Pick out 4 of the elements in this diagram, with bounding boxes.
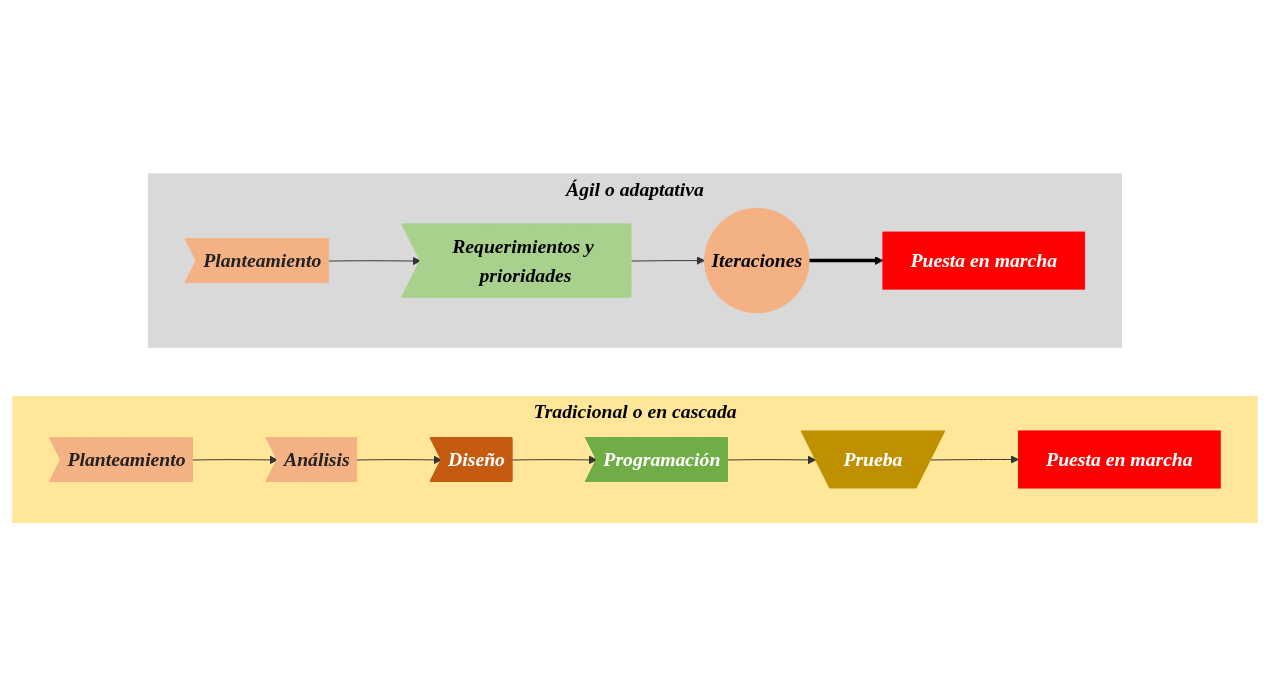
arrow [809,256,884,266]
node-box: Puesta en marcha [1018,430,1221,489]
node-box: Puesta en marcha [882,231,1086,290]
node-circle: Iteraciones [704,208,810,314]
